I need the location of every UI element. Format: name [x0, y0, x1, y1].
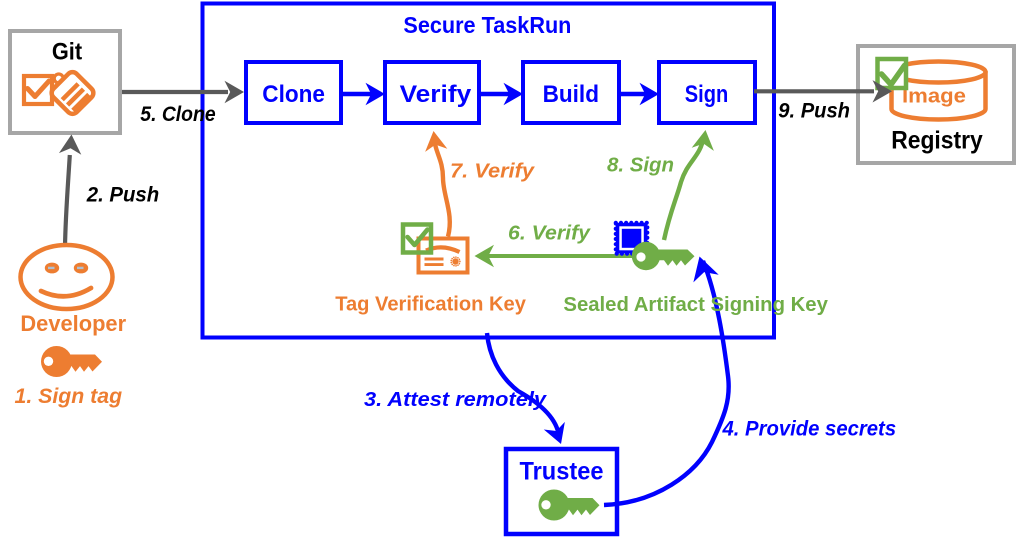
svg-text:Image: Image [902, 86, 966, 108]
svg-text:Registry: Registry [891, 127, 983, 155]
svg-text:8. Sign: 8. Sign [607, 155, 674, 177]
svg-text:5. Clone: 5. Clone [140, 103, 216, 126]
svg-text:Sign: Sign [685, 81, 729, 108]
svg-text:Developer: Developer [20, 311, 126, 336]
svg-text:Tag Verification Key: Tag Verification Key [335, 293, 526, 316]
svg-text:1. Sign tag: 1. Sign tag [15, 385, 123, 408]
svg-text:3. Attest remotely: 3. Attest remotely [364, 389, 547, 411]
svg-text:Secure TaskRun: Secure TaskRun [403, 12, 571, 38]
svg-text:9. Push: 9. Push [778, 99, 850, 122]
svg-text:Verify: Verify [400, 81, 472, 108]
svg-text:4. Provide secrets: 4. Provide secrets [722, 418, 897, 441]
svg-text:Clone: Clone [262, 81, 325, 108]
svg-text:Trustee: Trustee [520, 457, 604, 485]
svg-text:Build: Build [543, 81, 599, 108]
svg-text:2. Push: 2. Push [86, 184, 159, 207]
svg-text:7. Verify: 7. Verify [450, 161, 535, 183]
svg-text:Git: Git [52, 39, 82, 66]
svg-text:Sealed Artifact Signing Key: Sealed Artifact Signing Key [563, 293, 828, 316]
svg-text:6. Verify: 6. Verify [508, 223, 591, 245]
